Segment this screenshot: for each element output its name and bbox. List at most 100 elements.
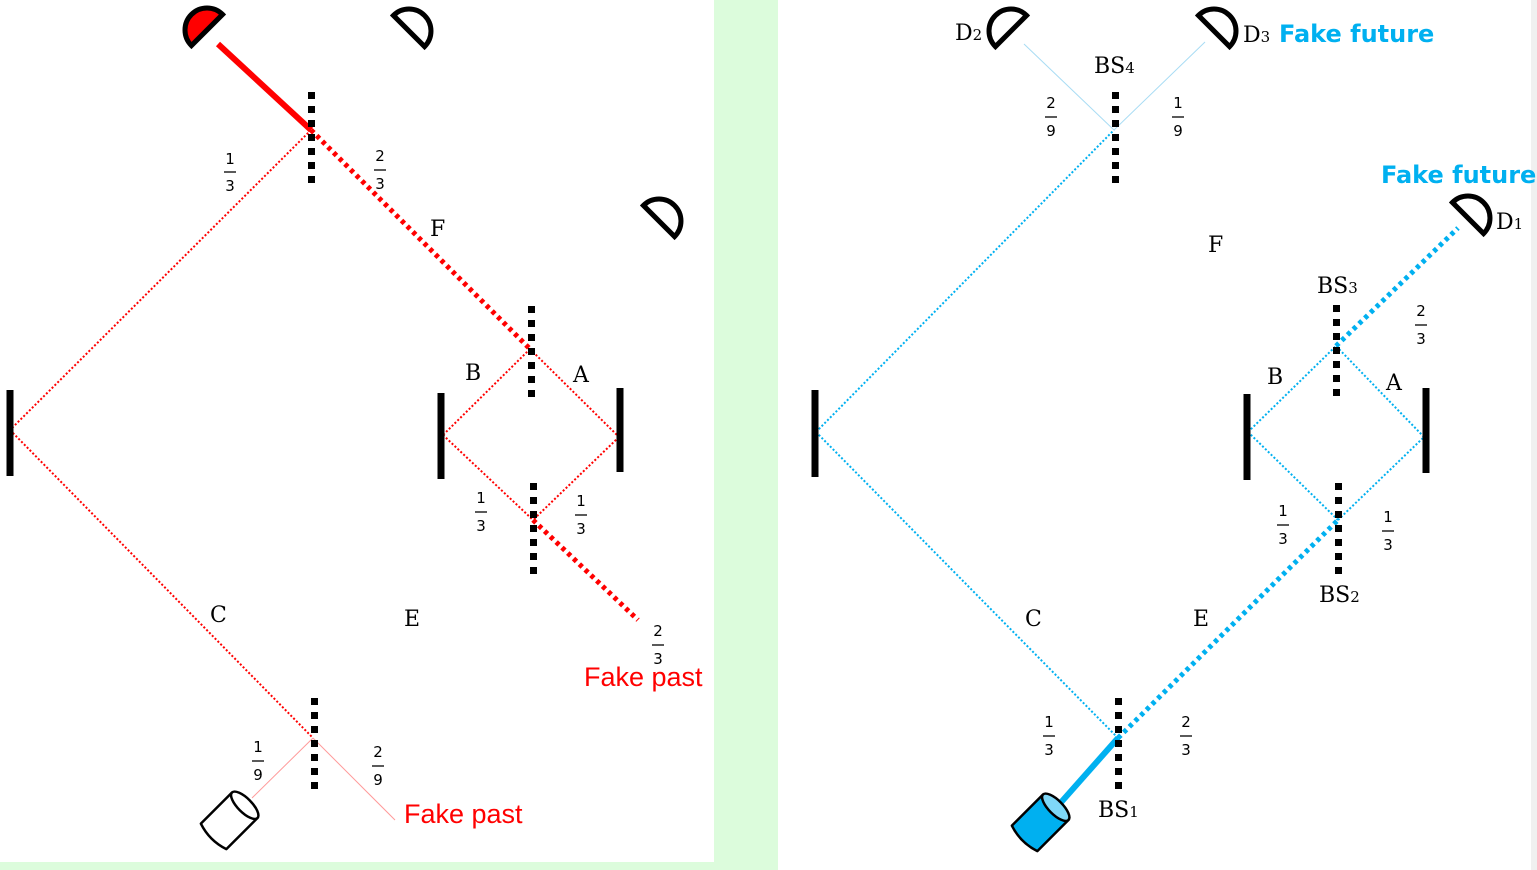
left-detector-active — [182, 5, 227, 50]
bs2-label: BS2 — [1319, 583, 1360, 608]
fake-past-label-mid: Fake past — [584, 662, 703, 692]
left-label-e: E — [404, 607, 420, 632]
left-fraction-mid-left: 1 3 — [475, 489, 487, 535]
left-label-f: F — [430, 217, 445, 242]
left-beam-detector-to-top-bs — [215, 41, 314, 133]
right-fraction-bs4-left: 2 9 — [1045, 94, 1057, 140]
right-beam-e — [1116, 518, 1340, 740]
left-fraction-bottom-left: 1 9 — [252, 738, 264, 784]
left-beam-b-upper — [442, 348, 531, 436]
svg-text:1: 1 — [253, 738, 263, 756]
detector-d2 — [986, 6, 1031, 51]
fake-past-label-bottom: Fake past — [404, 799, 523, 829]
svg-text:1: 1 — [1173, 94, 1183, 112]
svg-text:3: 3 — [1278, 530, 1288, 548]
right-fraction-bs1-right: 2 3 — [1180, 713, 1192, 759]
right-edge — [1531, 0, 1537, 870]
d2-label: D2 — [955, 21, 982, 46]
svg-text:2: 2 — [653, 622, 663, 640]
right-fraction-bs3-right: 2 3 — [1415, 302, 1427, 348]
left-beam-splitter-upper — [528, 306, 535, 397]
left-beam-exit — [531, 518, 640, 622]
left-beam-to-source — [251, 737, 314, 799]
svg-text:1: 1 — [1383, 508, 1393, 526]
svg-text:3: 3 — [1416, 330, 1426, 348]
right-fraction-bs2-right: 1 3 — [1382, 508, 1394, 554]
right-label-a: A — [1385, 371, 1403, 396]
svg-text:3: 3 — [1383, 536, 1393, 554]
beam-paths — [9, 41, 1460, 836]
bs1-label: BS1 — [1098, 798, 1139, 823]
svg-text:2: 2 — [1181, 713, 1191, 731]
svg-text:9: 9 — [1046, 122, 1056, 140]
right-beam-a-lower — [1337, 436, 1425, 521]
left-fraction-bottom-right: 2 9 — [372, 743, 384, 789]
left-mirror-far — [6, 390, 14, 476]
right-label-f: F — [1208, 233, 1223, 258]
svg-text:9: 9 — [253, 766, 263, 784]
left-mirror-a — [616, 388, 624, 472]
left-mirror-b — [437, 393, 445, 479]
svg-text:1: 1 — [576, 492, 586, 510]
right-fraction-bs4-right: 1 9 — [1172, 94, 1184, 140]
right-mirror-b — [1243, 394, 1251, 480]
left-beam-c — [9, 429, 314, 739]
beam-splitter-bs3 — [1333, 305, 1340, 396]
beam-splitter-bs2 — [1335, 483, 1342, 574]
detector-d3 — [1194, 6, 1239, 51]
svg-text:9: 9 — [373, 771, 383, 789]
svg-text:3: 3 — [225, 177, 235, 195]
beam-splitter-bs4 — [1112, 92, 1119, 183]
bs4-label: BS4 — [1094, 54, 1135, 79]
svg-text:2: 2 — [375, 147, 385, 165]
svg-text:3: 3 — [1181, 741, 1191, 759]
svg-text:3: 3 — [576, 520, 586, 538]
left-fraction-exit: 2 3 — [652, 622, 664, 668]
svg-text:3: 3 — [1044, 741, 1054, 759]
left-beam-splitter-lower — [530, 483, 537, 574]
right-beam-c — [815, 431, 1119, 739]
d3-label: D3 — [1243, 23, 1270, 48]
bs3-label: BS3 — [1317, 274, 1358, 299]
beam-splitter-bs1 — [1115, 698, 1122, 789]
right-source — [1010, 792, 1071, 853]
left-source — [199, 790, 260, 851]
right-panel-future — [778, 0, 1531, 870]
svg-text:3: 3 — [375, 175, 385, 193]
left-beam-splitter-top — [308, 92, 315, 183]
right-beam-to-d3 — [1113, 41, 1206, 131]
fake-future-label-top: Fake future — [1279, 20, 1434, 48]
left-fraction-mid-right: 1 3 — [575, 492, 587, 538]
left-beam-a-upper — [529, 348, 620, 438]
right-beam-upper-left — [815, 129, 1115, 433]
right-mirror-far — [811, 390, 819, 477]
left-detector-right — [639, 196, 684, 241]
left-beam-b-lower — [442, 434, 534, 521]
left-beam-f — [309, 128, 532, 351]
right-label-e: E — [1193, 607, 1209, 632]
right-fraction-bs2-left: 1 3 — [1277, 502, 1289, 548]
right-mirror-a — [1422, 388, 1430, 473]
right-label-b: B — [1267, 365, 1283, 390]
right-beam-a-upper — [1335, 345, 1425, 438]
d1-label: D1 — [1496, 210, 1523, 235]
right-beam-b-lower — [1247, 431, 1339, 521]
right-label-c: C — [1025, 607, 1042, 632]
svg-text:2: 2 — [1046, 94, 1056, 112]
svg-text:1: 1 — [225, 150, 235, 168]
left-fraction-top-left: 1 3 — [224, 150, 236, 195]
left-detector-top — [389, 6, 434, 51]
optical-elements — [6, 5, 1493, 853]
left-beam-splitter-bottom — [311, 698, 318, 789]
left-label-a: A — [572, 363, 590, 388]
detector-d1 — [1448, 193, 1493, 238]
svg-text:2: 2 — [373, 743, 383, 761]
left-beam-upper-left — [9, 129, 312, 431]
svg-text:1: 1 — [476, 489, 486, 507]
left-panel-past — [0, 0, 714, 862]
fake-future-label-right: Fake future — [1381, 161, 1536, 189]
svg-text:1: 1 — [1278, 502, 1288, 520]
left-label-b: B — [465, 361, 481, 386]
right-beam-b-upper — [1247, 345, 1337, 433]
